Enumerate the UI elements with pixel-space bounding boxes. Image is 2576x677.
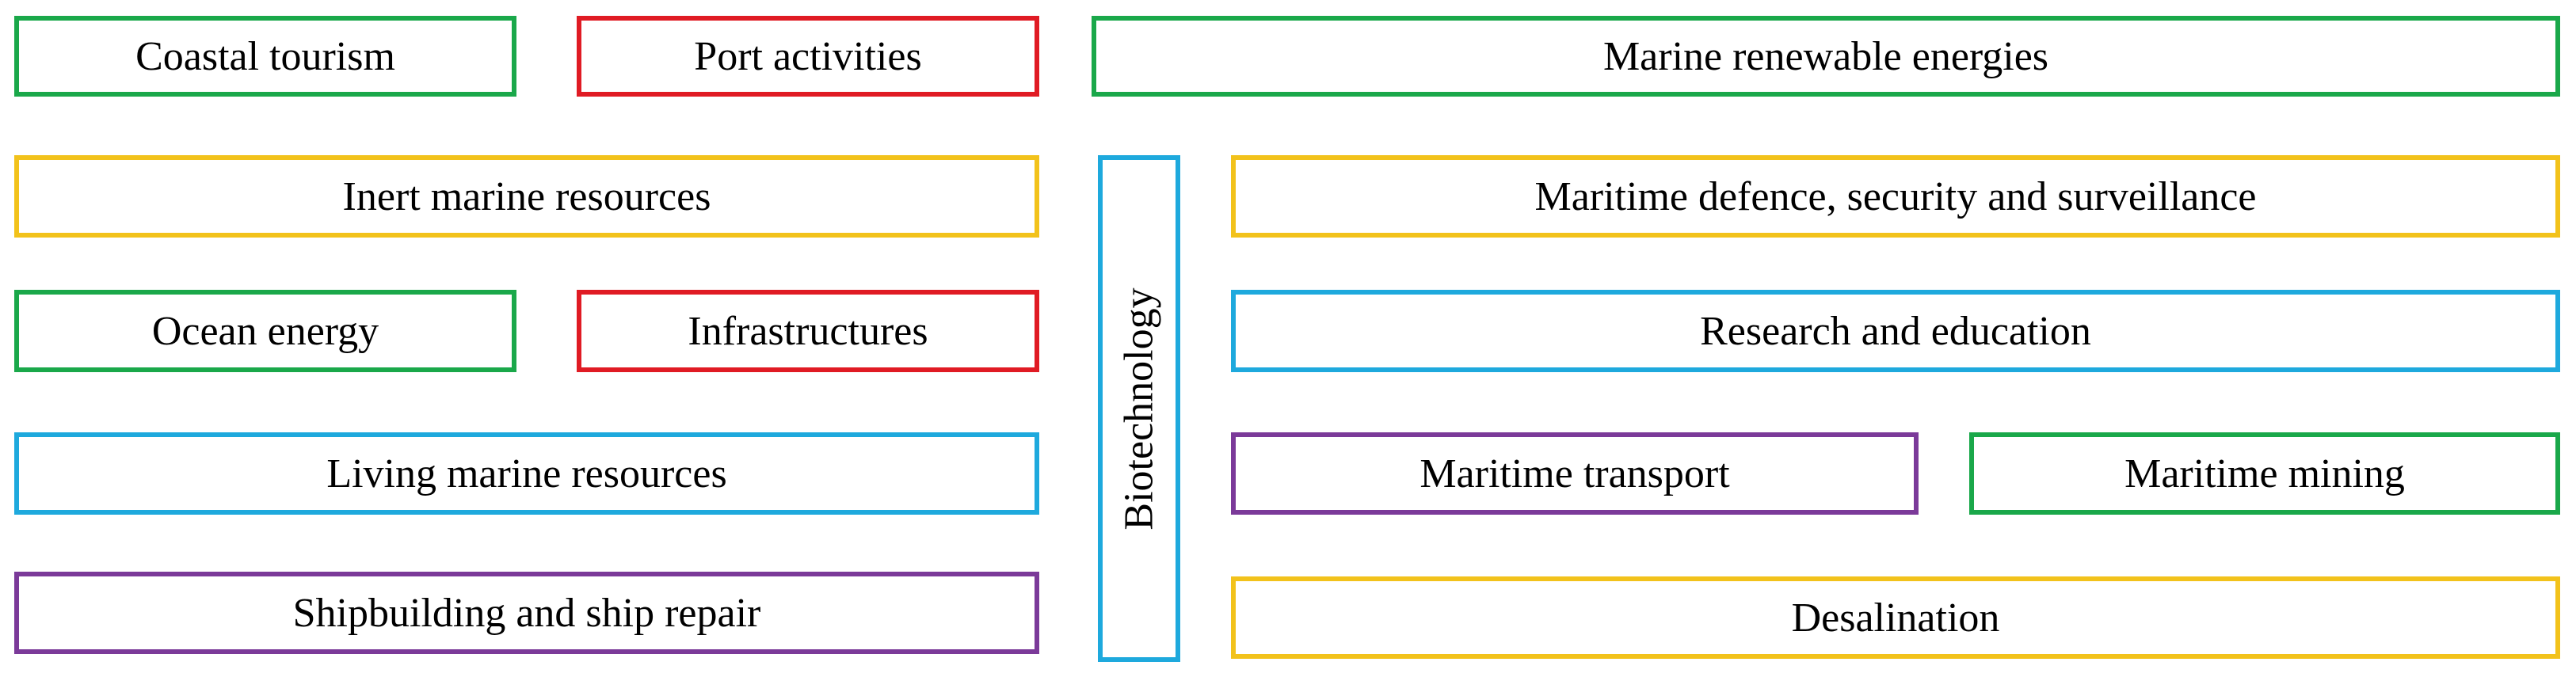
maritime-defence-box: Maritime defence, security and surveilla… (1231, 155, 2560, 238)
marine-renewable-energies-label: Marine renewable energies (1602, 33, 2049, 79)
coastal-tourism-label: Coastal tourism (135, 33, 395, 79)
maritime-transport-box: Maritime transport (1231, 432, 1919, 515)
ocean-energy-box: Ocean energy (14, 290, 516, 372)
research-education-label: Research and education (1700, 308, 2091, 354)
research-education-box: Research and education (1231, 290, 2560, 372)
coastal-tourism-box: Coastal tourism (14, 16, 516, 97)
inert-marine-resources-box: Inert marine resources (14, 155, 1039, 238)
marine-renewable-energies-box: Marine renewable energies (1092, 16, 2560, 97)
desalination-box: Desalination (1231, 576, 2560, 659)
desalination-label: Desalination (1791, 595, 2000, 641)
biotechnology-label: Biotechnology (1116, 287, 1162, 531)
shipbuilding-box: Shipbuilding and ship repair (14, 572, 1039, 654)
infrastructures-label: Infrastructures (688, 308, 928, 354)
maritime-transport-label: Maritime transport (1419, 451, 1730, 496)
infrastructures-box: Infrastructures (577, 290, 1039, 372)
port-activities-box: Port activities (577, 16, 1039, 97)
living-marine-resources-label: Living marine resources (326, 451, 727, 496)
port-activities-label: Port activities (694, 33, 922, 79)
inert-marine-resources-label: Inert marine resources (342, 173, 711, 219)
living-marine-resources-box: Living marine resources (14, 432, 1039, 515)
maritime-mining-label: Maritime mining (2124, 451, 2405, 496)
maritime-mining-box: Maritime mining (1969, 432, 2560, 515)
biotechnology-box: Biotechnology (1098, 155, 1180, 662)
ocean-energy-label: Ocean energy (151, 308, 379, 354)
shipbuilding-label: Shipbuilding and ship repair (292, 590, 761, 636)
maritime-defence-label: Maritime defence, security and surveilla… (1534, 173, 2257, 219)
